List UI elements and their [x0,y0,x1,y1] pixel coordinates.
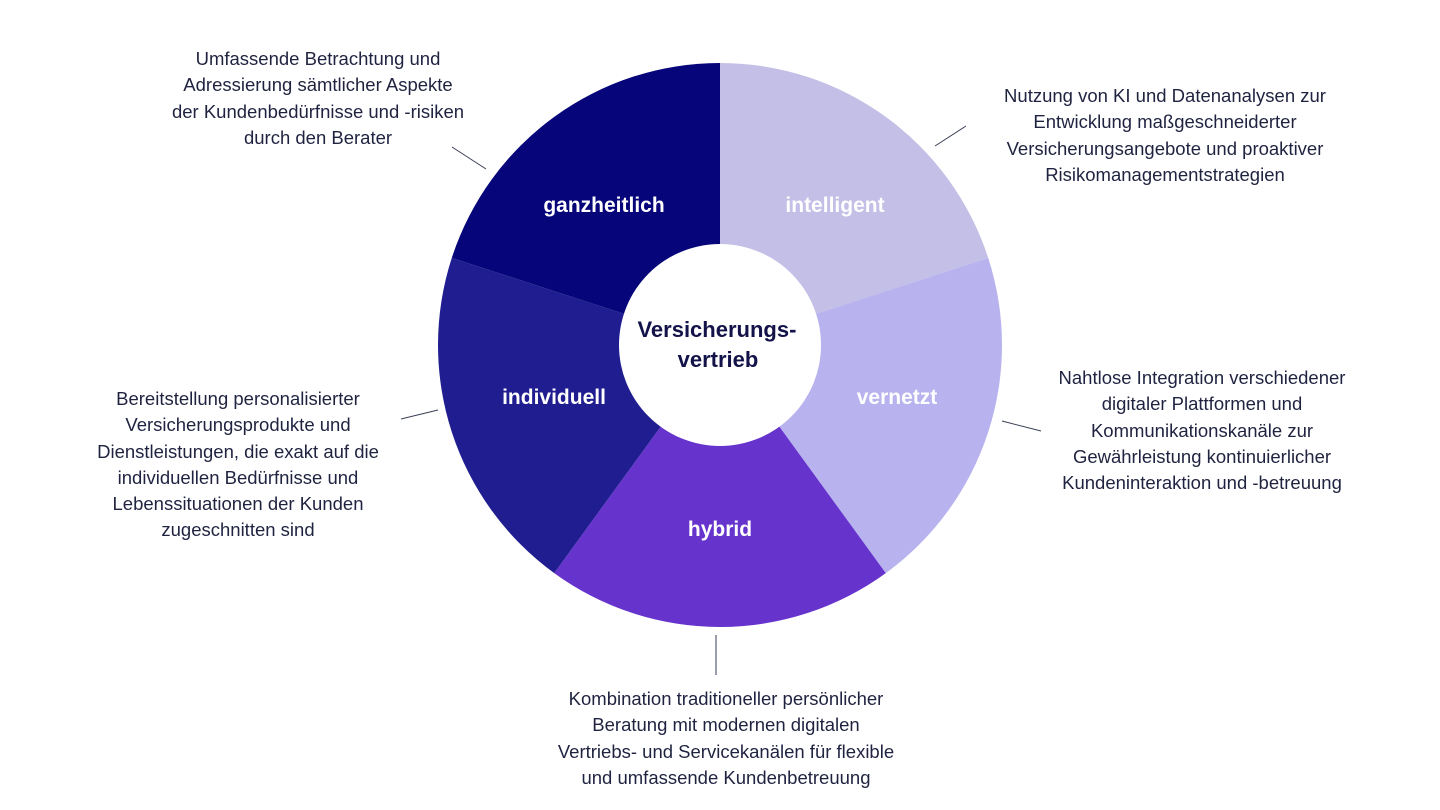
description-line: Vertriebs- und Servicekanälen für flexib… [557,740,895,762]
description-line: Lebenssituationen der Kunden [112,493,364,515]
description-line: Kombination traditioneller persönlicher [568,688,884,709]
leader-line-ganzheitlich [451,146,487,170]
description-line: zugeschnitten sind [161,519,315,541]
description-line: individuellen Bedürfnisse und [117,466,359,488]
segment-hybrid [554,345,886,627]
center-label: Versicherungs- vertrieb [637,317,802,372]
leader-lines [400,125,1042,675]
description-line: Entwicklung maßgeschneiderter [1033,111,1297,133]
segment-label-intelligent: intelligent [785,194,884,217]
description-line: Kommunikationskanäle zur [1090,419,1314,441]
center-label-line-2: vertrieb [678,347,759,372]
center-label-line-1: Versicherungs- [637,317,796,342]
description-line: Versicherungsprodukte und [125,414,351,436]
description-line: Risikomanagementstrategien [1045,163,1285,185]
description-line: Adressierung sämtlicher Aspekte [183,74,453,96]
segment-label-vernetzt: vernetzt [857,386,938,409]
description-line: Beratung mit modernen digitalen [592,714,860,736]
leader-line-individuell [400,409,439,420]
segment-labels: intelligent vernetzt hybrid individuell ganz… [502,194,937,541]
segment-label-individuell: individuell [502,386,606,409]
segment-label-hybrid: hybrid [688,518,752,541]
center-hole [619,244,821,446]
description-line: Nahtlose Integration verschiedener [1058,367,1346,388]
description-line: durch den Berater [243,126,393,148]
description-vernetzt: Nahtlose Integration verschiedener digita… [1002,365,1402,496]
description-line: und umfassende Kundenbetreuung [581,766,871,788]
description-line: Umfassende Betrachtung und [195,48,441,69]
description-line: Dienstleistungen, die exakt auf die [97,440,379,462]
segment-label-ganzheitlich: ganzheitlich [543,194,664,217]
leader-line-vernetzt [1001,420,1042,432]
leader-line-intelligent [934,125,967,147]
description-line: der Kundenbedürfnisse und -risiken [171,100,465,122]
description-line: Versicherungsangebote und proaktiver [1006,137,1324,159]
description-line: Bereitstellung personalisierter [116,388,360,409]
description-line: digitaler Plattformen und [1101,393,1303,415]
description-line: Kundeninteraktion und -betreuung [1062,472,1342,494]
description-line: Nutzung von KI und Datenanalysen zur [1004,85,1326,106]
description-line: Gewährleistung kontinuierlicher [1072,445,1332,467]
